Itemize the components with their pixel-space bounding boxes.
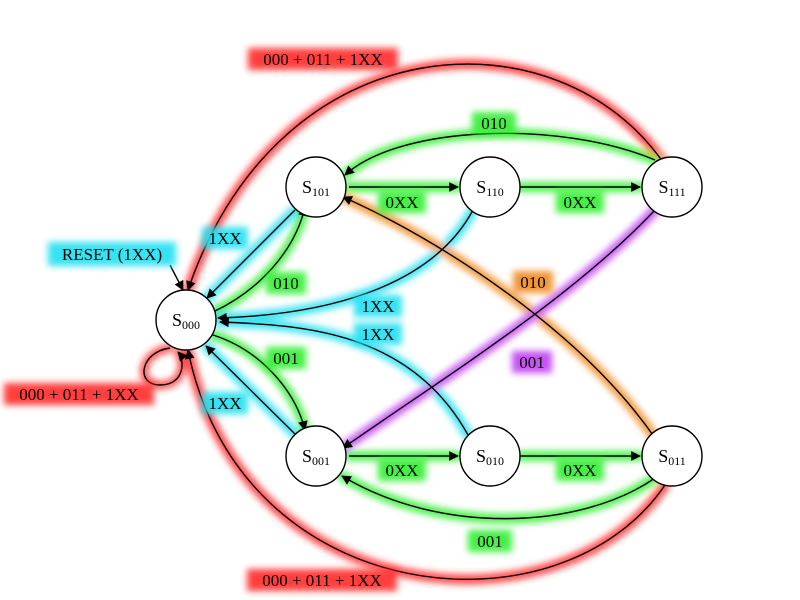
edge-labels: 000 + 011 + 1XX 000 + 011 + 1XX 000 + 01… <box>19 50 596 590</box>
label-t110-000: 1XX <box>361 297 394 316</box>
state-s101[interactable]: S101 <box>285 156 347 218</box>
state-s010[interactable]: S010 <box>459 425 521 487</box>
hl-t000-001 <box>266 347 306 369</box>
label-t011-001: 001 <box>477 532 503 551</box>
edge-t101-000 <box>206 209 296 299</box>
hl-t001-000 <box>202 392 248 414</box>
hl-t000-101 <box>266 272 306 294</box>
edge-t000-001 <box>212 334 308 431</box>
state-s000[interactable]: S000 <box>155 289 217 351</box>
state-circle <box>459 425 521 487</box>
state-circle <box>285 156 347 218</box>
edge-t110-000 <box>217 209 474 323</box>
hl-reset <box>48 242 176 266</box>
label-t101-000: 1XX <box>208 229 241 248</box>
label-t000-101: 010 <box>273 274 299 293</box>
edge-t000-101 <box>212 206 308 313</box>
label-self-loop: 000 + 011 + 1XX <box>19 385 139 404</box>
state-circle <box>641 425 703 487</box>
state-label: S010 <box>476 446 504 468</box>
glow-t010-000 <box>215 317 473 440</box>
label-reset: RESET (1XX) <box>62 245 162 264</box>
hl-t101-110 <box>378 191 426 213</box>
label-t001-000: 1XX <box>208 394 241 413</box>
edge-top-loop <box>186 63 666 291</box>
edge-t001-000 <box>205 345 296 435</box>
state-circle <box>155 289 217 351</box>
state-label: S001 <box>302 446 330 468</box>
state-label: S101 <box>302 177 330 199</box>
glow-t110-000 <box>213 205 478 323</box>
edge-bottom-loop <box>184 349 666 580</box>
label-top-loop: 000 + 011 + 1XX <box>263 50 383 69</box>
edge-self-loop <box>143 347 188 386</box>
hl-t010-000 <box>354 323 402 345</box>
label-t111-001: 001 <box>519 353 545 372</box>
state-label: S111 <box>658 177 685 199</box>
label-t101-110: 0XX <box>385 193 418 212</box>
hl-t110-111 <box>556 191 604 213</box>
states: S000 S101 S110 S111 S001 S010 S011 <box>155 156 703 487</box>
state-label: S011 <box>658 446 686 468</box>
edge-reset <box>169 264 184 291</box>
glow-t000-101 <box>208 202 310 317</box>
state-label: S110 <box>476 177 504 199</box>
edge-t011-001 <box>341 475 656 520</box>
label-highlights <box>4 48 604 591</box>
state-s011[interactable]: S011 <box>641 425 703 487</box>
hl-t011-001 <box>468 530 512 552</box>
hl-bottom-loop <box>247 569 397 591</box>
state-s001[interactable]: S001 <box>285 425 347 487</box>
label-t010-000: 1XX <box>361 325 394 344</box>
edge-t111-001 <box>342 209 656 449</box>
label-bottom-loop: 000 + 011 + 1XX <box>262 571 382 590</box>
hl-t001-010 <box>378 459 426 481</box>
state-circle <box>459 156 521 218</box>
hl-t111-001 <box>512 351 552 373</box>
label-t001-010: 0XX <box>385 461 418 480</box>
hl-top-loop <box>248 48 398 70</box>
state-s111[interactable]: S111 <box>641 156 703 218</box>
hl-t110-000 <box>354 295 402 317</box>
edge-t010-000 <box>219 317 469 436</box>
hl-t101-000 <box>202 227 248 249</box>
hl-t011-101 <box>513 271 553 293</box>
label-t000-001: 001 <box>273 349 299 368</box>
label-t011-101: 010 <box>520 273 546 292</box>
state-circle <box>285 425 347 487</box>
hl-t111-101 <box>472 112 516 134</box>
state-label: S000 <box>172 310 200 332</box>
state-circle <box>641 156 703 218</box>
label-t111-101: 010 <box>481 114 507 133</box>
label-t010-011: 0XX <box>563 461 596 480</box>
hl-t010-011 <box>556 459 604 481</box>
glow-t011-101 <box>338 192 660 443</box>
state-s110[interactable]: S110 <box>459 156 521 218</box>
label-t110-111: 0XX <box>563 193 596 212</box>
edge-t011-101 <box>342 196 656 439</box>
edge-layer <box>143 63 666 580</box>
hl-self-loop <box>4 383 154 405</box>
